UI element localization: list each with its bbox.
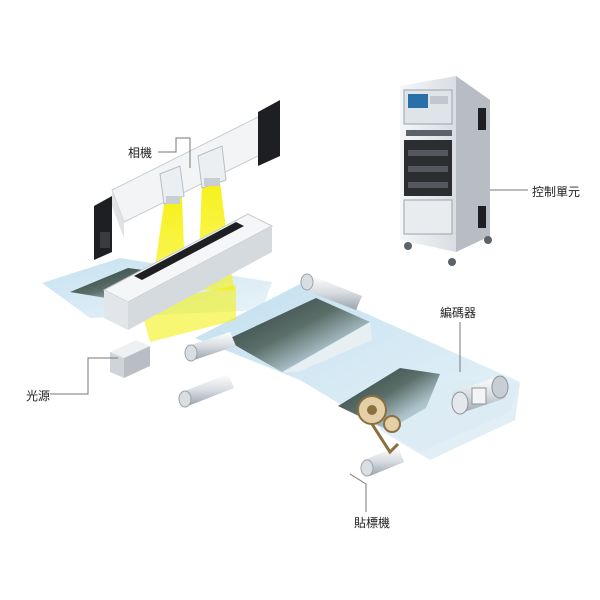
label-encoder: 編碼器 bbox=[440, 306, 477, 320]
roller-left-upper bbox=[184, 332, 236, 362]
roller-top bbox=[300, 273, 362, 310]
leader-lines bbox=[50, 137, 528, 512]
light-source-icon bbox=[102, 213, 274, 378]
label-labeler: 貼標機 bbox=[354, 516, 391, 530]
label-control-unit: 控制單元 bbox=[532, 185, 581, 199]
roller-left-lower bbox=[178, 374, 234, 408]
roller-bottom bbox=[360, 446, 404, 477]
leader-light bbox=[50, 357, 118, 395]
leader-camera bbox=[158, 137, 191, 168]
label-light-source: 光源 bbox=[26, 389, 51, 403]
labeler-icon bbox=[357, 395, 401, 455]
web-image-panel-2 bbox=[226, 298, 372, 372]
control-cabinet-icon bbox=[400, 76, 492, 266]
encoder-icon bbox=[451, 375, 509, 415]
label-camera: 相機 bbox=[128, 146, 153, 160]
camera-unit-icon bbox=[94, 100, 280, 260]
leader-labeler bbox=[349, 473, 367, 512]
